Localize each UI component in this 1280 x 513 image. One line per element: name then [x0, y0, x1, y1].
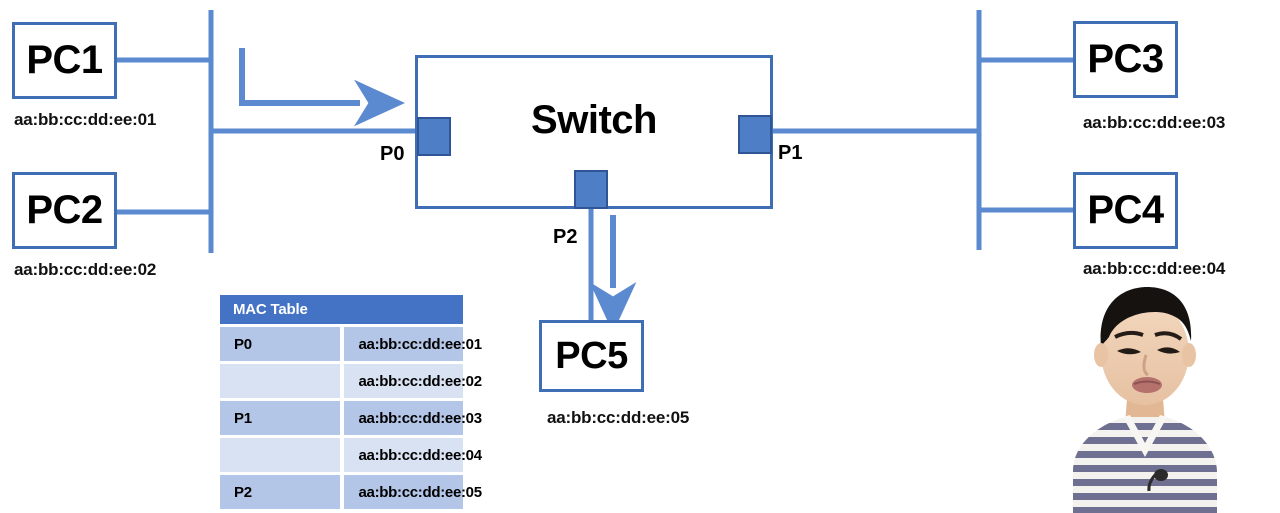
ingress-flow-arrow — [239, 48, 405, 127]
host-name-pc1: PC1 — [26, 38, 103, 82]
presenter-mouth — [1132, 377, 1162, 393]
switch-port-label-p1: P1 — [778, 142, 803, 164]
mac-row-address: aa:bb:cc:dd:ee:05 — [341, 473, 482, 511]
switch-port-label-p0: P0 — [380, 143, 405, 165]
mac-row-port — [220, 436, 344, 474]
eye-left — [1117, 348, 1141, 355]
presenter-ear-right — [1182, 343, 1196, 367]
eyebrow-left — [1114, 330, 1144, 339]
mac-row-address: aa:bb:cc:dd:ee:03 — [341, 399, 482, 437]
table-row[interactable]: P0 aa:bb:cc:dd:ee:01 — [220, 325, 482, 363]
mac-table-title: MAC Table — [220, 295, 463, 326]
mac-address-table[interactable]: MAC Table P0 aa:bb:cc:dd:ee:01 aa:bb:cc:… — [220, 295, 482, 512]
lapel-mic-icon — [1154, 469, 1168, 481]
host-mac-pc1: aa:bb:cc:dd:ee:01 — [14, 110, 157, 129]
host-name-pc2: PC2 — [26, 188, 103, 232]
host-name-pc3: PC3 — [1087, 37, 1164, 81]
table-row[interactable]: P1 aa:bb:cc:dd:ee:03 — [220, 399, 482, 437]
mac-row-port: P1 — [220, 399, 344, 437]
mouth-upper-lip — [1133, 380, 1161, 385]
mac-table-header-row: MAC Table — [220, 295, 463, 326]
switch-port-label-p2: P2 — [553, 226, 578, 248]
presenter-ear-left — [1094, 343, 1108, 367]
switch-port-p0[interactable] — [417, 117, 451, 156]
switch-label: Switch — [531, 98, 657, 142]
presenter-hair — [1100, 287, 1192, 347]
mac-row-port: P0 — [220, 325, 344, 363]
eyebrow-right — [1154, 331, 1183, 341]
mac-row-address: aa:bb:cc:dd:ee:02 — [341, 362, 482, 400]
table-row[interactable]: P2 aa:bb:cc:dd:ee:05 — [220, 473, 482, 511]
host-box-pc2[interactable]: PC2 — [12, 172, 117, 249]
mic-cable — [1147, 474, 1157, 492]
mac-row-address: aa:bb:cc:dd:ee:04 — [341, 436, 482, 474]
host-mac-pc4: aa:bb:cc:dd:ee:04 — [1083, 259, 1226, 278]
host-name-pc4: PC4 — [1087, 188, 1164, 232]
switch-port-p2[interactable] — [574, 170, 608, 209]
mac-row-port: P2 — [220, 473, 344, 511]
host-mac-pc2: aa:bb:cc:dd:ee:02 — [14, 260, 157, 279]
host-name-pc5: PC5 — [555, 334, 628, 377]
host-mac-pc3: aa:bb:cc:dd:ee:03 — [1083, 113, 1226, 132]
table-row[interactable]: aa:bb:cc:dd:ee:04 — [220, 436, 482, 474]
host-box-pc1[interactable]: PC1 — [12, 22, 117, 99]
table-row[interactable]: aa:bb:cc:dd:ee:02 — [220, 362, 482, 400]
host-box-pc5[interactable]: PC5 — [539, 320, 644, 392]
shirt-collar — [1123, 415, 1167, 457]
mac-row-port — [220, 362, 344, 400]
switch-port-p1[interactable] — [738, 115, 772, 154]
host-box-pc3[interactable]: PC3 — [1073, 21, 1178, 98]
mac-row-address: aa:bb:cc:dd:ee:01 — [341, 325, 482, 363]
host-box-pc4[interactable]: PC4 — [1073, 172, 1178, 249]
presenter-figure — [1005, 275, 1280, 513]
presenter-face — [1101, 301, 1189, 405]
presenter-video-overlay — [1005, 275, 1280, 513]
eye-right — [1157, 347, 1180, 354]
presenter-nose — [1142, 354, 1149, 377]
host-mac-pc5: aa:bb:cc:dd:ee:05 — [547, 408, 690, 427]
